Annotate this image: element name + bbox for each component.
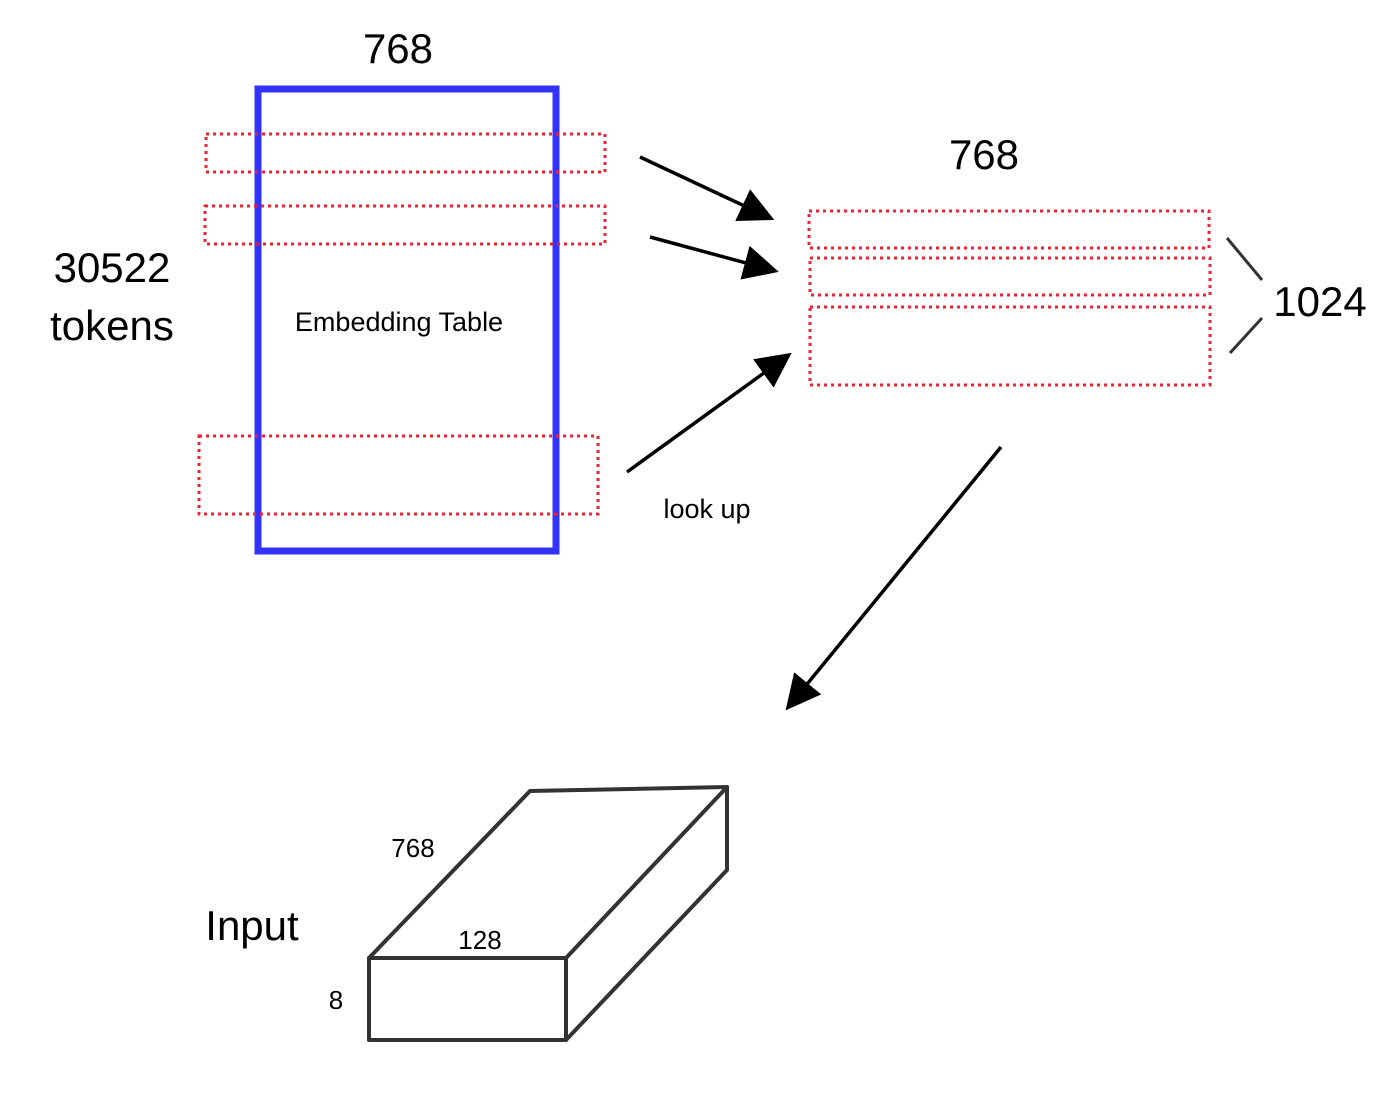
output-row-1 <box>807 209 1211 250</box>
embedding-table-border <box>254 85 560 555</box>
output-rows-brace <box>1225 237 1264 355</box>
input-title: Input <box>205 902 299 949</box>
output-rows-label: 1024 <box>1273 278 1366 325</box>
output-row-3 <box>808 305 1212 387</box>
input-tensor-box <box>367 785 729 1042</box>
output-matrix <box>807 209 1212 387</box>
embedding-rows-label-count: 30522 <box>54 244 171 291</box>
embedding-width-label: 768 <box>363 25 433 72</box>
input-height-label: 8 <box>329 985 343 1015</box>
input-depth-label: 768 <box>391 833 434 863</box>
embedding-table: Embedding Table <box>197 85 607 555</box>
input-tensor-top-face <box>367 785 729 960</box>
output-width-label: 768 <box>949 131 1019 178</box>
input-tensor-side-face <box>564 785 729 1042</box>
lookup-label: look up <box>663 494 750 524</box>
lookup-arrow-3 <box>625 352 792 474</box>
lookup-arrow-1 <box>639 155 775 221</box>
embedding-row-2 <box>203 204 607 246</box>
output-row-2 <box>808 256 1212 297</box>
embedding-row-1 <box>204 132 607 174</box>
to-input-arrow <box>785 445 1003 711</box>
embedding-rows-label-unit: tokens <box>50 302 174 349</box>
input-width-label: 128 <box>458 925 501 955</box>
input-tensor-front-face <box>367 956 568 1042</box>
embedding-table-label: Embedding Table <box>295 307 503 337</box>
lookup-arrows <box>625 155 792 474</box>
lookup-arrow-2 <box>649 235 779 280</box>
